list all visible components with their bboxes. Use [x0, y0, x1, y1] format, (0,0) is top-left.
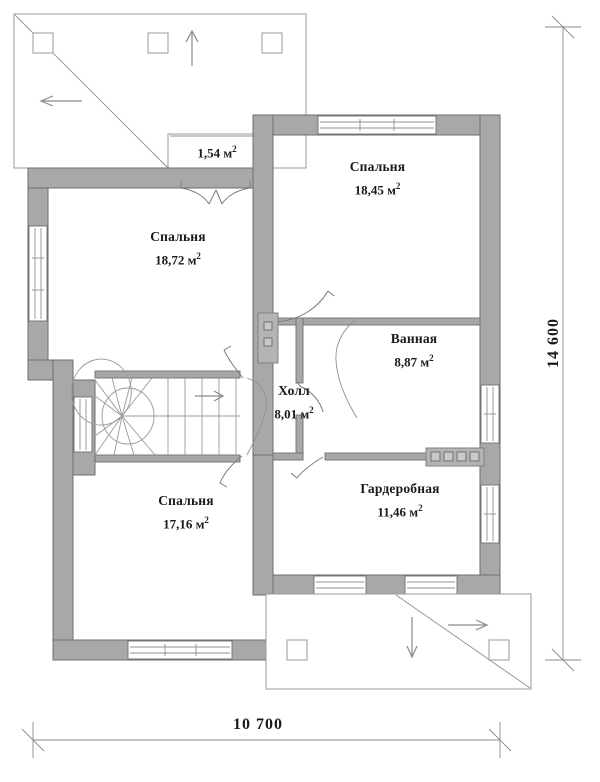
balcony-outline [167, 133, 267, 169]
window-right-upper [480, 384, 500, 444]
hall-outline [246, 319, 358, 456]
roof-slope-arrow-left [39, 95, 82, 107]
cabinet-vertical [257, 312, 279, 364]
roof-marker-square [261, 32, 283, 54]
dimension-label-height: 14 600 [545, 318, 562, 368]
stair-direction-arrow [195, 390, 225, 402]
roof-slope-arrow-up [185, 29, 199, 66]
window-top-right-bedroom [317, 115, 437, 135]
upper-roof-plane [13, 13, 307, 169]
dimension-bottom [21, 722, 512, 758]
door-hall-to-bathroom [296, 381, 324, 413]
roof-marker-square [488, 639, 510, 661]
door-hall-to-bedroom-left [223, 345, 244, 379]
roof-slope-arrow-down [406, 617, 418, 659]
dimension-right [545, 15, 581, 672]
window-bottom-left-bedroom [127, 640, 233, 660]
window-wardrobe-left [313, 575, 367, 595]
door-hall-to-bedroom-right [275, 290, 335, 323]
window-right-lower [480, 484, 500, 544]
cabinet-horizontal [425, 447, 485, 467]
doors [180, 181, 335, 488]
window-stair-left [73, 396, 93, 453]
lower-roof-plane [265, 593, 532, 690]
staircase [70, 358, 240, 456]
interior-walls [94, 317, 481, 463]
roof-marker-square [147, 32, 169, 54]
roof-slope-arrow-right [448, 619, 489, 631]
window-wardrobe-right [404, 575, 458, 595]
roof-marker-square [286, 639, 308, 661]
door-balcony-left [180, 181, 217, 205]
dimension-label-width: 10 700 [233, 716, 283, 733]
roof-marker-square [32, 32, 54, 54]
windows [28, 115, 500, 660]
door-balcony-right [215, 181, 251, 205]
door-hall-to-bedroom-lower [219, 455, 243, 488]
door-hall-to-wardrobe [290, 456, 324, 479]
window-left-bedroom [28, 225, 48, 322]
